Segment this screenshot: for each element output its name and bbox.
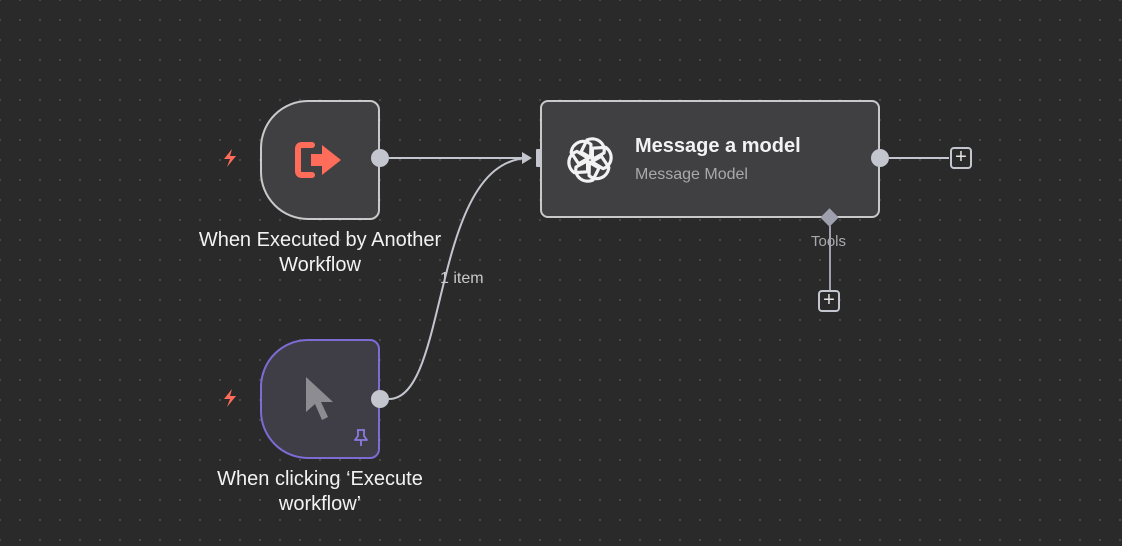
lightning-bolt-icon: [224, 389, 236, 407]
manual-trigger-label: When clicking ‘Execute workflow’: [217, 468, 423, 515]
executed-trigger-output-handle[interactable]: [371, 149, 389, 167]
pin-icon: [354, 429, 368, 446]
openai-logo-icon: [564, 134, 616, 186]
model-node-subtitle: Message Model: [635, 166, 748, 183]
connection-item-count-label: 1 item: [440, 270, 484, 287]
add-tool-button[interactable]: +: [818, 290, 840, 312]
sign-out-arrow-icon: [294, 140, 346, 180]
connection-arrowhead: [522, 152, 532, 164]
connection-manual-to-model[interactable]: [388, 157, 531, 400]
executed-trigger-label: When Executed by Another Workflow: [198, 229, 442, 276]
mouse-pointer-icon: [302, 374, 338, 424]
message-model-node[interactable]: Message a model Message Model: [540, 100, 880, 218]
executed-by-workflow-trigger-node[interactable]: [260, 100, 380, 220]
manual-trigger-output-handle[interactable]: [371, 390, 389, 408]
model-node-title: Message a model: [635, 135, 801, 157]
model-output-handle[interactable]: [871, 149, 889, 167]
add-node-after-model-button[interactable]: +: [950, 147, 972, 169]
manual-trigger-node[interactable]: [260, 339, 380, 459]
lightning-bolt-icon: [224, 149, 236, 167]
tools-connector-label: Tools: [811, 233, 847, 250]
